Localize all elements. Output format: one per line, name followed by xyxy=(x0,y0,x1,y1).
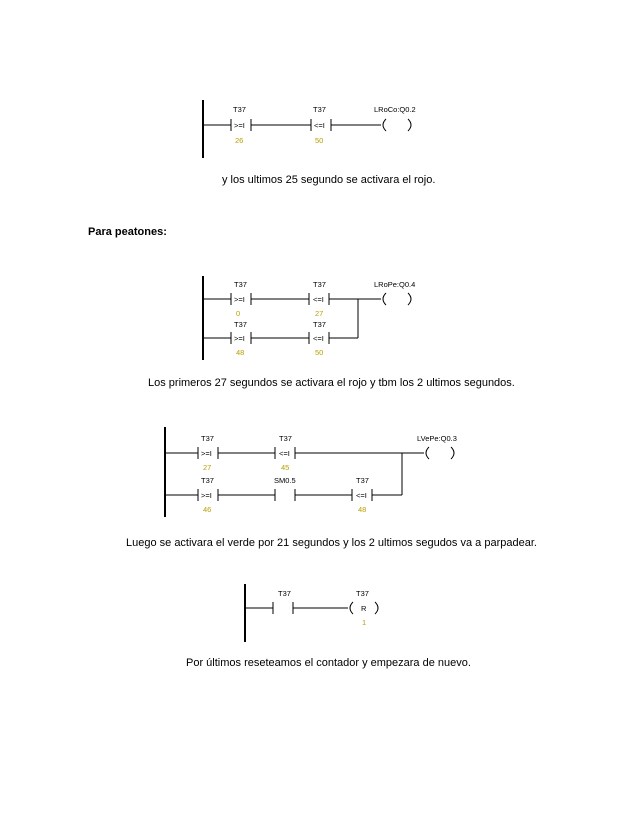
contact-operator: >=I xyxy=(201,449,212,458)
output-coil: LRoCo:Q0.2 xyxy=(374,105,416,132)
compare-contact-ge: T37 >=I 26 xyxy=(230,105,252,145)
paragraph-green-blink: Luego se activara el verde por 21 segund… xyxy=(126,537,537,549)
ladder-diagram-reset: T37 T37 R 1 xyxy=(244,584,379,642)
contact-label: T37 xyxy=(356,476,369,485)
contact-label: SM0.5 xyxy=(274,476,296,485)
contact-value: 50 xyxy=(315,136,323,145)
contact-value: 48 xyxy=(358,505,366,514)
paragraph-red-first-seconds: Los primeros 27 segundos se activara el … xyxy=(148,377,515,389)
coil-label: T37 xyxy=(356,589,369,598)
contact-label: T37 xyxy=(234,320,247,329)
reset-coil: T37 R 1 xyxy=(349,589,379,627)
compare-contact-ge: T37 >=I 46 xyxy=(197,476,219,514)
contact-value: 48 xyxy=(236,348,244,357)
contact-label: T37 xyxy=(313,320,326,329)
coil-label: LVePe:Q0.3 xyxy=(417,434,457,443)
compare-contact-ge: T37 >=I 48 xyxy=(230,320,252,357)
contact-operator: <=I xyxy=(356,491,367,500)
normally-open-contact: SM0.5 xyxy=(274,476,296,501)
contact-operator: >=I xyxy=(234,334,245,343)
contact-operator: <=I xyxy=(313,334,324,343)
contact-operator: >=I xyxy=(201,491,212,500)
compare-contact-ge: T37 >=I 27 xyxy=(197,434,219,472)
ladder-diagram-red-cars: T37 >=I 26 T37 <=I 50 LRoCo:Q0.2 xyxy=(202,100,416,158)
coil-value: 1 xyxy=(362,618,366,627)
contact-operator: <=I xyxy=(313,295,324,304)
contact-label: T37 xyxy=(278,589,291,598)
contact-operator: <=I xyxy=(279,449,290,458)
contact-label: T37 xyxy=(233,105,246,114)
paragraph-red-last-seconds: y los ultimos 25 segundo se activara el … xyxy=(222,174,436,186)
contact-value: 27 xyxy=(315,309,323,318)
contact-operator: >=I xyxy=(234,121,245,130)
coil-operator: R xyxy=(361,604,367,613)
heading-pedestrians: Para peatones: xyxy=(88,226,167,238)
compare-contact-le: T37 <=I 50 xyxy=(310,105,332,145)
output-coil: LRoPe:Q0.4 xyxy=(374,280,415,306)
normally-open-contact: T37 xyxy=(272,589,294,614)
ladder-diagram-red-pedestrians: T37 >=I 0 T37 <=I 27 LRoPe:Q0.4 T37 >=I … xyxy=(202,276,415,360)
contact-label: T37 xyxy=(279,434,292,443)
compare-contact-ge: T37 >=I 0 xyxy=(230,280,252,318)
ladder-diagram-green-pedestrians: T37 >=I 27 T37 <=I 45 LVePe:Q0.3 T37 >=I… xyxy=(164,427,457,517)
coil-label: LRoCo:Q0.2 xyxy=(374,105,416,114)
contact-label: T37 xyxy=(313,105,326,114)
paragraph-reset-counter: Por últimos reseteamos el contador y emp… xyxy=(186,657,471,669)
contact-value: 50 xyxy=(315,348,323,357)
contact-label: T37 xyxy=(201,476,214,485)
coil-label: LRoPe:Q0.4 xyxy=(374,280,415,289)
compare-contact-le: T37 <=I 50 xyxy=(308,320,330,357)
contact-value: 46 xyxy=(203,505,211,514)
output-coil: LVePe:Q0.3 xyxy=(417,434,457,460)
contact-label: T37 xyxy=(201,434,214,443)
compare-contact-le: T37 <=I 45 xyxy=(274,434,296,472)
compare-contact-le: T37 <=I 48 xyxy=(351,476,373,514)
contact-operator: <=I xyxy=(314,121,325,130)
contact-value: 0 xyxy=(236,309,240,318)
contact-value: 27 xyxy=(203,463,211,472)
contact-value: 45 xyxy=(281,463,289,472)
contact-label: T37 xyxy=(313,280,326,289)
contact-label: T37 xyxy=(234,280,247,289)
contact-operator: >=I xyxy=(234,295,245,304)
contact-value: 26 xyxy=(235,136,243,145)
compare-contact-le: T37 <=I 27 xyxy=(308,280,330,318)
